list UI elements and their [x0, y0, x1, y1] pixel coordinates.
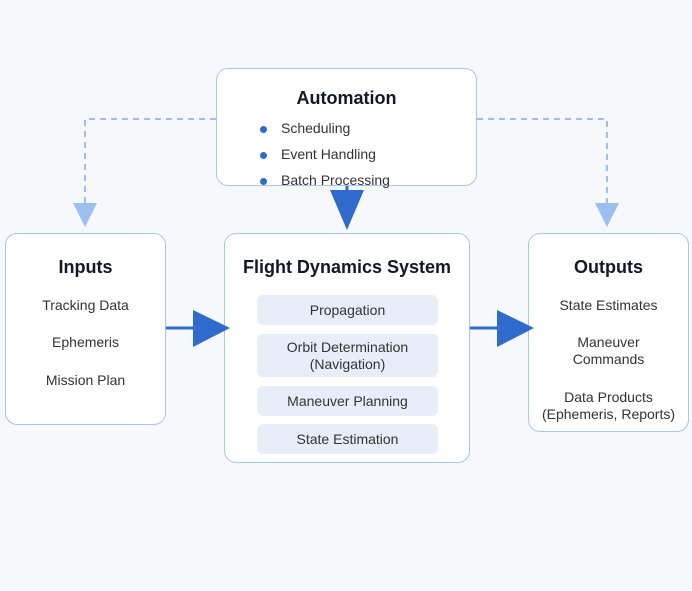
arrowhead-to-inputs-icon — [73, 203, 97, 227]
outputs-box: Outputs State Estimates Maneuver Command… — [528, 233, 689, 432]
arrowhead-down-icon — [330, 190, 364, 230]
automation-box: Automation Scheduling Event Handling Bat… — [216, 68, 477, 188]
output-item: Maneuver Commands — [572, 334, 645, 367]
dashed-connector-automation-to-inputs — [84, 118, 216, 205]
bullet-icon — [260, 178, 267, 185]
output-item: Data Products (Ephemeris, Reports) — [541, 389, 676, 422]
inputs-title: Inputs — [58, 257, 113, 277]
flight-dynamics-system-box: Flight Dynamics System Propagation Orbit… — [224, 233, 470, 463]
output-item: State Estimates — [559, 297, 658, 313]
module-maneuver-planning: Maneuver Planning — [257, 386, 438, 416]
fds-title: Flight Dynamics System — [242, 257, 452, 277]
module-state-estimation: State Estimation — [257, 424, 438, 454]
arrowhead-to-outputs-icon — [595, 203, 619, 227]
input-item: Ephemeris — [52, 334, 119, 350]
input-item: Tracking Data — [42, 297, 129, 313]
bullet-icon — [260, 126, 267, 133]
module-orbit-determination: Orbit Determination (Navigation) — [257, 334, 438, 377]
inputs-box: Inputs Tracking Data Ephemeris Mission P… — [5, 233, 166, 425]
bullet-icon — [260, 152, 267, 159]
module-propagation: Propagation — [257, 295, 438, 325]
outputs-title: Outputs — [574, 257, 643, 277]
automation-title: Automation — [296, 88, 397, 108]
dashed-connector-automation-to-outputs — [477, 118, 608, 205]
input-item: Mission Plan — [45, 372, 126, 388]
